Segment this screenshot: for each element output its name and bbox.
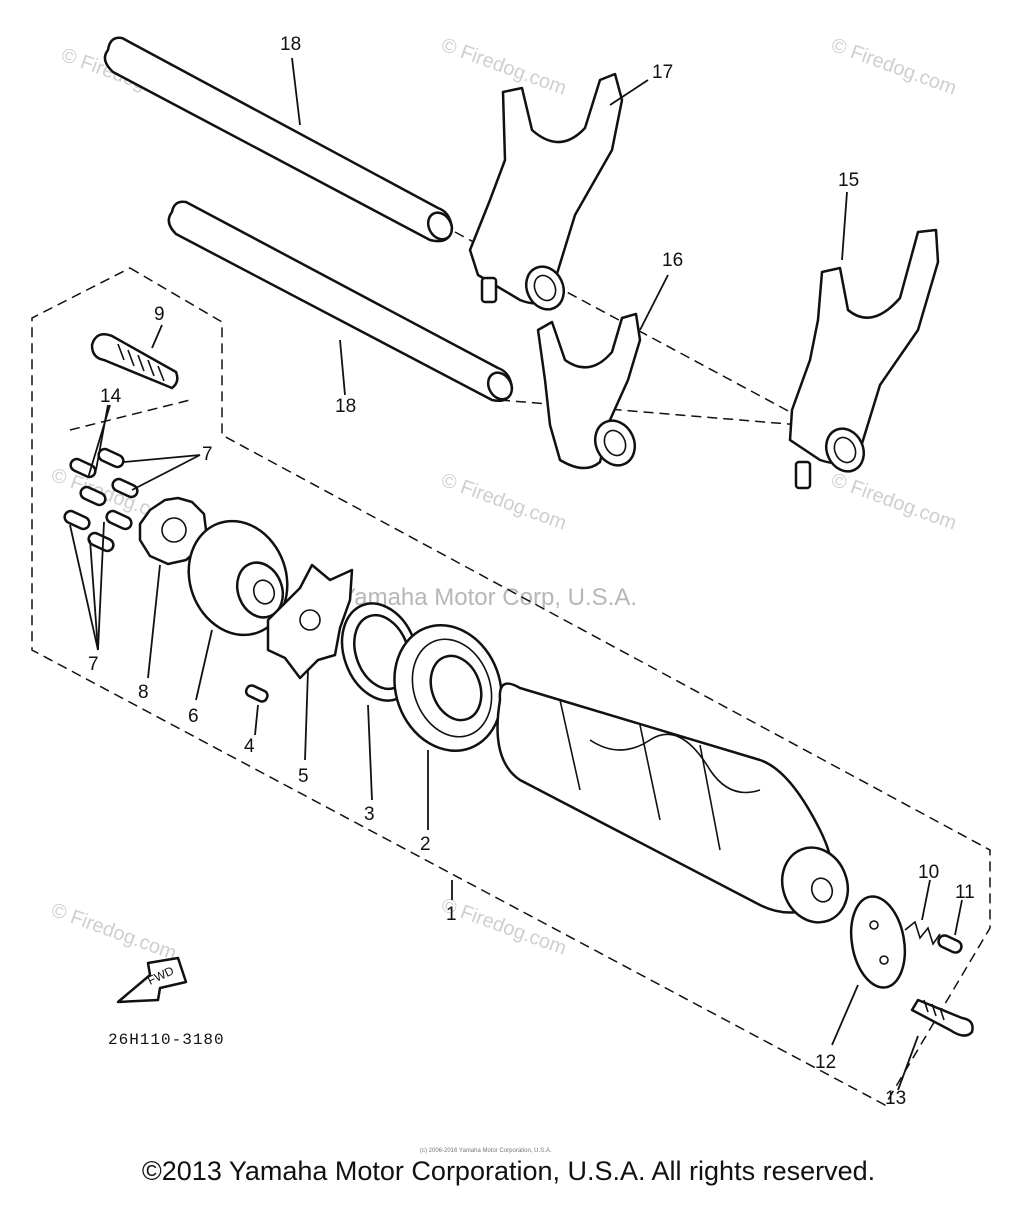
watermark-3: © Firedog.com <box>828 34 959 100</box>
callout-labels: 18 17 15 16 18 9 14 7 7 8 6 4 5 3 2 1 10… <box>88 34 975 1109</box>
alignment-line-pins <box>69 399 191 431</box>
watermark-5: © Firedog.com <box>438 469 569 535</box>
callout-15: 15 <box>838 170 859 191</box>
callout-11: 11 <box>955 882 975 903</box>
callout-17: 17 <box>652 62 673 83</box>
watermark-7: © Firedog.com <box>48 899 179 965</box>
callout-8: 8 <box>138 682 149 703</box>
watermark-8: © Firedog.com <box>438 894 569 960</box>
callout-5: 5 <box>298 766 309 787</box>
segment-cam-6 <box>187 519 289 637</box>
callout-7-upper: 7 <box>202 444 213 465</box>
callout-18-upper: 18 <box>280 34 301 55</box>
callout-13: 13 <box>885 1088 906 1109</box>
alignment-line-lower <box>499 399 801 426</box>
tiny-notice: (c) 2006-2016 Yamaha Motor Corporation, … <box>420 1148 552 1154</box>
callout-9: 9 <box>154 304 165 325</box>
pin-11 <box>937 934 963 954</box>
callout-7-lower: 7 <box>88 654 99 675</box>
callout-4: 4 <box>244 736 255 757</box>
stopper-plate-5 <box>266 563 354 680</box>
spring-10 <box>904 920 941 946</box>
watermark-2: © Firedog.com <box>438 34 569 100</box>
shift-fork-shaft-lower <box>167 200 514 402</box>
callout-1: 1 <box>446 904 457 925</box>
leader-lines <box>69 57 963 1091</box>
callout-10: 10 <box>918 862 939 883</box>
assembly-boundary <box>31 267 991 1106</box>
shift-fork-16 <box>536 312 642 470</box>
pin-4 <box>244 684 269 703</box>
copyright-notice: ©2013 Yamaha Motor Corporation, U.S.A. A… <box>141 1156 876 1186</box>
shift-fork-17 <box>468 72 624 311</box>
bearing-2 <box>393 624 503 752</box>
center-watermark: Yamaha Motor Corp, U.S.A. <box>340 584 637 611</box>
shift-cam-1 <box>496 682 850 924</box>
fwd-arrow: FWD <box>116 956 188 1004</box>
callout-2: 2 <box>420 834 431 855</box>
shift-fork-shaft-upper <box>103 36 454 243</box>
watermark-6: © Firedog.com <box>828 469 959 535</box>
callout-14: 14 <box>100 386 122 407</box>
callout-18-lower: 18 <box>335 396 356 417</box>
shift-fork-15 <box>788 228 940 490</box>
callout-3: 3 <box>364 804 375 825</box>
callout-16: 16 <box>662 250 683 271</box>
callout-12: 12 <box>815 1052 836 1073</box>
part-code: 26H110-3180 <box>108 1031 225 1049</box>
callout-6: 6 <box>188 706 199 727</box>
screw-13 <box>910 998 974 1037</box>
screw-9 <box>90 333 179 390</box>
plate-12 <box>849 895 907 989</box>
